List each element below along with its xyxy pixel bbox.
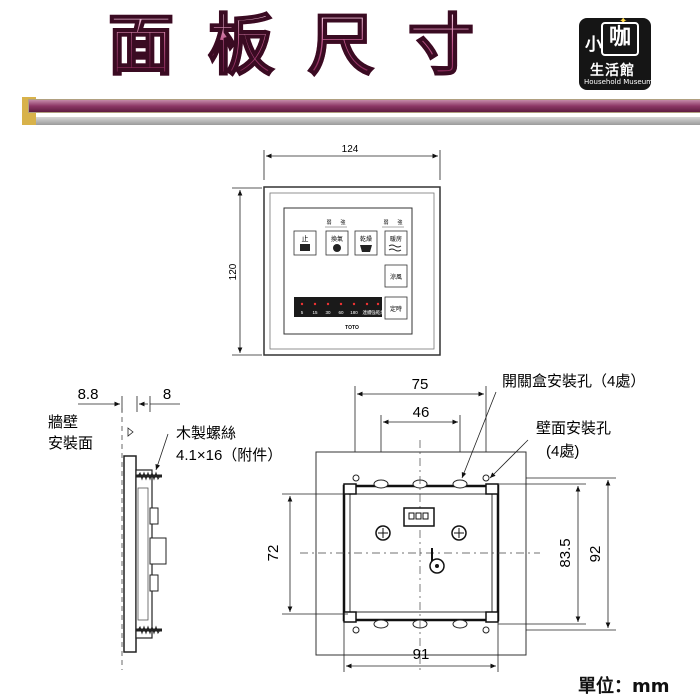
timer-180: 180 [350, 310, 358, 315]
svg-text:暖房: 暖房 [390, 235, 402, 243]
switch-box-holes-label: 開關盒安裝孔（4處） [502, 373, 645, 390]
label-weak-2: 弱 [383, 220, 388, 226]
page-title: 面 板 尺 寸 [107, 2, 538, 88]
heat-icon [388, 244, 402, 252]
timer-strip [294, 297, 382, 317]
dim-46: 46 [413, 404, 430, 421]
side-dim-right: 8 [163, 386, 171, 403]
mounting-holes-bottom [352, 619, 490, 634]
side-dim-left: 8.8 [78, 386, 99, 403]
label-weak-1: 弱 [326, 220, 331, 226]
front-height-label: 120 [228, 263, 239, 280]
screw-icon [136, 471, 162, 481]
title-char-2: 板 [207, 6, 275, 84]
svg-text:涼風: 涼風 [390, 273, 402, 281]
mounting-holes-top [352, 474, 490, 489]
timer-60: 60 [338, 310, 344, 315]
timer-5: 5 [301, 310, 304, 315]
shirt-icon [360, 245, 372, 252]
title-char-4: 寸 [407, 6, 475, 84]
button-heat: 暖房 [384, 230, 408, 256]
button-cool: 涼風 [384, 264, 408, 288]
label-strong-1: 強 [340, 219, 345, 226]
dim-72: 72 [265, 545, 282, 562]
wall-label-line2: 安裝面 [48, 435, 93, 452]
dim-92: 92 [587, 546, 604, 563]
svg-text:乾燥: 乾燥 [360, 235, 372, 243]
back-view: 75 46 [265, 373, 645, 672]
label-strong-2: 強 [397, 219, 402, 226]
fan-icon [333, 244, 341, 252]
button-ventilate: 換氣 [325, 230, 349, 256]
title-char-3: 尺 [307, 6, 375, 84]
unit-label: 單位：mm [578, 676, 670, 697]
screw-label-line2: 4.1×16（附件） [176, 447, 282, 464]
title-char-1: 面 [107, 6, 175, 84]
timer-30: 30 [325, 310, 331, 315]
logo-big-char: 咖 [601, 22, 639, 56]
screw-head-icon [375, 525, 391, 541]
timer-continuous: 連續 [363, 309, 372, 316]
button-timer: 定時 [384, 296, 408, 320]
timer-strong-dry: 強乾燥 [371, 309, 385, 316]
front-width-label: 124 [342, 144, 359, 155]
dim-91: 91 [413, 646, 430, 663]
svg-text:換氣: 換氣 [331, 235, 343, 243]
side-view: 8.8 8 牆壁 安裝面 木製螺絲 4.1×16（附件） [48, 386, 282, 670]
stop-icon [300, 244, 310, 251]
logo-small-char: 小 [585, 35, 602, 55]
header-bar-top [28, 99, 700, 113]
brand-label: TOTO [345, 325, 359, 331]
dim-83-5: 83.5 [557, 538, 574, 567]
dim-75: 75 [412, 376, 429, 393]
front-panel-view: 124 120 弱 強 弱 強 止 換氣 乾燥 [228, 144, 441, 356]
screw-head-icon [451, 525, 467, 541]
logo-name: 生活館 [590, 63, 635, 79]
screw-icon [136, 625, 162, 635]
svg-text:止: 止 [302, 234, 309, 243]
timer-15: 15 [312, 310, 318, 315]
header-bar-bottom [36, 117, 700, 125]
logo-subtitle: Household Museum [584, 78, 651, 86]
screw-label-line1: 木製螺絲 [176, 425, 236, 442]
brand-logo: ✦ 小 咖 生活館 Household Museum [579, 18, 651, 90]
wall-holes-label-line2: (4處) [546, 443, 579, 460]
wall-label-line1: 牆壁 [48, 414, 78, 431]
svg-text:定時: 定時 [390, 305, 402, 313]
button-stop: 止 [293, 230, 317, 256]
button-dry: 乾燥 [354, 230, 378, 256]
wall-holes-label-line1: 壁面安裝孔 [536, 420, 611, 437]
